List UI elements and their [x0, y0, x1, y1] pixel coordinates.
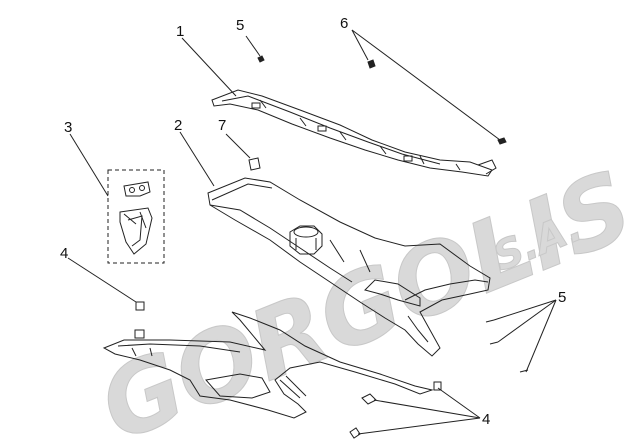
part-5-screws: [257, 55, 529, 373]
part-7-nut: [248, 157, 261, 171]
detail-box: [107, 169, 165, 264]
callout-4-left: 4: [60, 245, 68, 262]
part-2-side-cover: [207, 177, 491, 357]
callout-6: 6: [340, 15, 348, 32]
callout-3: 3: [64, 119, 72, 136]
watermark: GORGOLIS S.A.: [85, 149, 632, 446]
part-3-bracket-detail: [107, 169, 165, 264]
callout-4-bottom: 4: [482, 411, 490, 428]
lower-cover: [102, 311, 434, 419]
watermark-brand: GORGOLIS: [85, 149, 632, 441]
part-1-upper-rail: [211, 89, 497, 177]
callout-7: 7: [218, 117, 226, 134]
part-6-clips: [367, 59, 507, 145]
callout-5-top: 5: [236, 17, 244, 34]
callout-1: 1: [176, 23, 184, 40]
callout-2: 2: [174, 117, 182, 134]
leader-lines: [67, 29, 557, 435]
callout-5-right: 5: [558, 289, 566, 306]
